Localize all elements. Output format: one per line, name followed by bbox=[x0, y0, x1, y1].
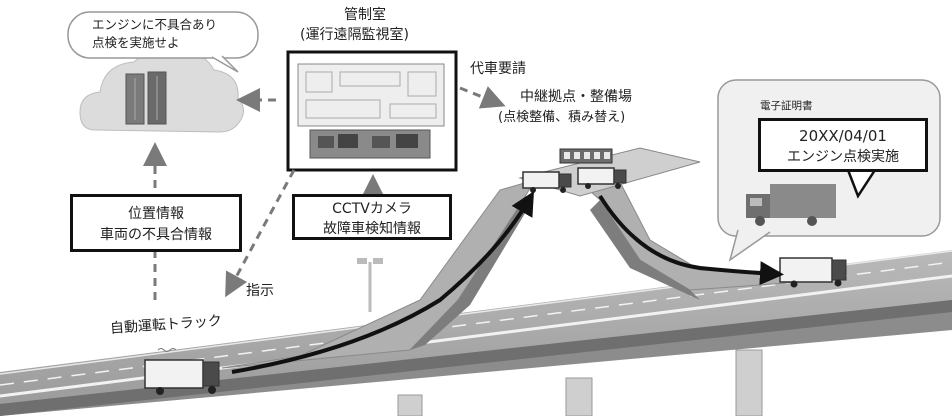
route-arrows bbox=[231, 191, 784, 374]
relay-base-title: 中継拠点・整備場 bbox=[520, 89, 632, 105]
speech-bubble-shape bbox=[67, 11, 259, 73]
cctv-camera-pole bbox=[357, 258, 383, 312]
speech-bubble-text: エンジンに不具合あり 点検を実施せよ bbox=[92, 16, 217, 52]
speech-line-1: エンジンに不具合あり bbox=[92, 17, 218, 32]
position-info-box: 位置情報 車両の不具合情報 bbox=[70, 194, 242, 252]
cctv-line-1: CCTVカメラ bbox=[332, 201, 412, 217]
control-room-monitor bbox=[286, 50, 458, 172]
control-room-subtitle: (運行遠隔監視室) bbox=[300, 27, 409, 43]
position-line-2: 車両の不具合情報 bbox=[100, 227, 212, 243]
certificate-heading: 電子証明書 bbox=[760, 100, 813, 112]
cloud-server bbox=[79, 50, 244, 133]
truck-at-base-1 bbox=[522, 171, 572, 193]
certificate-message: エンジン点検実施 bbox=[787, 149, 899, 165]
cctv-info-box: CCTVカメラ 故障車検知情報 bbox=[292, 194, 452, 240]
highway-pillars bbox=[397, 349, 763, 416]
truck-at-base-2 bbox=[577, 167, 627, 189]
cctv-line-2: 故障車検知情報 bbox=[323, 221, 421, 237]
position-line-1: 位置情報 bbox=[128, 206, 184, 222]
relay-base-subtitle: (点検整備、積み替え) bbox=[498, 110, 626, 125]
certificate-date: 20XX/04/01 bbox=[799, 127, 887, 145]
autonomous-truck bbox=[144, 348, 220, 395]
substitute-request-label: 代車要請 bbox=[470, 61, 526, 77]
truck-exit-right bbox=[779, 257, 847, 288]
certificate-box: 20XX/04/01 エンジン点検実施 bbox=[758, 118, 928, 172]
speech-line-2: 点検を実施せよ bbox=[92, 35, 180, 50]
instruction-label: 指示 bbox=[246, 283, 274, 299]
certificate-truck bbox=[746, 184, 836, 226]
control-room-title: 管制室 bbox=[344, 7, 386, 23]
